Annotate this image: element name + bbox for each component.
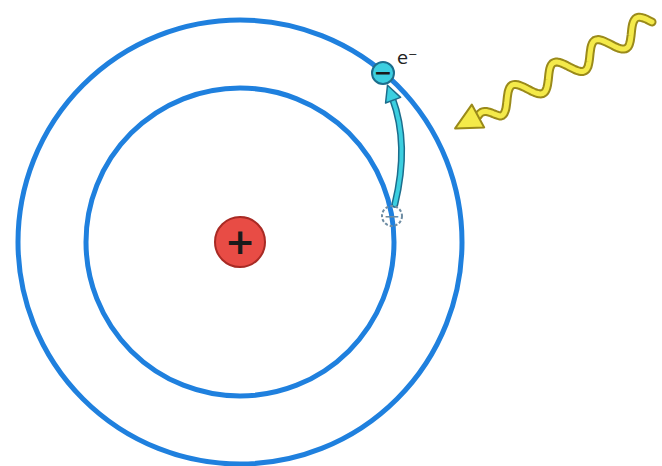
- former-electron-circle: [382, 206, 402, 226]
- nucleus-circle: [215, 217, 265, 267]
- former-electron: −: [381, 205, 403, 227]
- transition-arrow: [386, 85, 402, 204]
- charge-sign: −: [371, 61, 395, 85]
- arrowhead: [386, 85, 401, 103]
- photon-wave-outline: [478, 17, 652, 116]
- charge-sign: −: [381, 205, 403, 227]
- photon-arrowhead: [455, 105, 484, 129]
- particle-label: e⁻: [397, 49, 418, 67]
- charge-sign: +: [214, 216, 266, 268]
- photon-wave: [478, 17, 652, 116]
- arrow-outline: [392, 98, 401, 204]
- electron: −e⁻: [371, 61, 395, 85]
- electron-circle: [372, 62, 394, 84]
- nucleus: +: [214, 216, 266, 268]
- outer-orbit: [18, 20, 462, 464]
- arrow-shaft: [392, 98, 401, 204]
- inner-orbit: [86, 88, 394, 396]
